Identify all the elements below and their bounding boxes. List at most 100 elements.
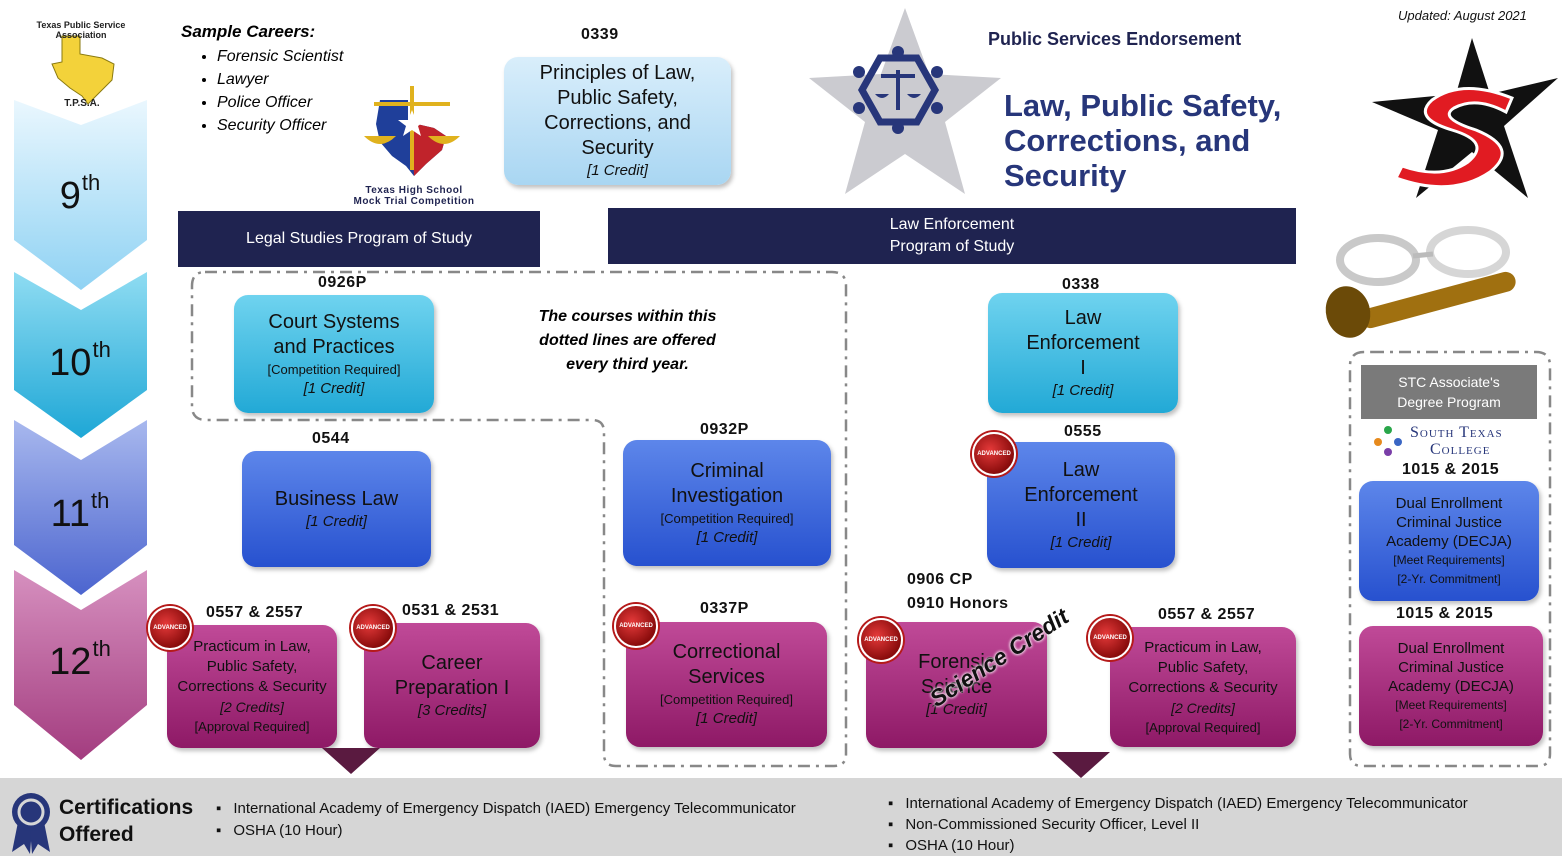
certification-item: OSHA (10 Hour) — [888, 837, 1014, 854]
course-credit: [2 Credits] — [220, 699, 284, 715]
stc-code-a: 1015 & 2015 — [1402, 461, 1500, 478]
course-title: Practicum in Law, Public Safety, Correct… — [1128, 638, 1278, 696]
certifications-label: Certifications Offered — [59, 794, 193, 848]
certification-item: Non-Commissioned Security Officer, Level… — [888, 816, 1199, 833]
stc-decja-11th[interactable]: Dual Enrollment Criminal Justice Academy… — [1359, 481, 1539, 601]
grade-9-label: 9th — [59, 170, 101, 217]
texas-map-icon — [51, 35, 115, 105]
certification-item: OSHA (10 Hour) — [216, 822, 342, 839]
grade-11-label: 11th — [50, 488, 110, 535]
course-principles[interactable]: Principles of Law, Public Safety, Correc… — [504, 57, 731, 185]
chevron-11th — [14, 420, 147, 595]
certification-item: International Academy of Emergency Dispa… — [888, 795, 1467, 812]
cluster-title: Law, Public Safety, Corrections, and Sec… — [1004, 88, 1282, 193]
course-career-preparation[interactable]: Career Preparation I [3 Credits] — [364, 623, 540, 748]
career-item: Lawyer — [217, 68, 361, 91]
banner-law-line2: Program of Study — [889, 238, 1015, 255]
decja-title: Dual Enrollment Criminal Justice Academy… — [1386, 494, 1512, 550]
course-practicum-law-enforcement[interactable]: Practicum in Law, Public Safety, Correct… — [1110, 627, 1296, 747]
down-arrow-icon — [1052, 752, 1110, 778]
mock-trial-logo: Texas High School Mock Trial Competition — [350, 80, 478, 208]
course-credit: [3 Credits] — [417, 701, 487, 719]
course-note: [Competition Required] — [660, 692, 793, 707]
course-correctional-services[interactable]: Correctional Services [Competition Requi… — [626, 622, 827, 747]
course-business-law[interactable]: Business Law [1 Credit] — [242, 451, 431, 567]
advanced-badge-icon: ADVANCED — [351, 606, 395, 650]
decja-requirement: [Meet Requirements] — [1395, 697, 1507, 712]
certifications-label-line1: Certifications — [59, 796, 194, 819]
course-credit: [1 Credit] — [1052, 381, 1114, 399]
course-credit: [2 Credits] — [1171, 699, 1235, 716]
course-code-le2: 0555 — [1064, 423, 1102, 440]
grade-chevrons — [14, 100, 147, 760]
course-credit: [1 Credit] — [303, 379, 365, 397]
course-credit: [1 Credit] — [306, 512, 367, 530]
course-note: [Competition Required] — [660, 510, 794, 526]
advanced-badge-icon: ADVANCED — [148, 606, 192, 650]
scales-of-justice-icon — [364, 86, 460, 176]
course-code-forensic-cp: 0906 CP — [907, 571, 973, 588]
dotted-note: The courses within this dotted lines are… — [538, 308, 717, 373]
course-code-court: 0926P — [318, 274, 367, 291]
course-credit: [1 Credit] — [1050, 533, 1112, 551]
course-law-enforcement-1[interactable]: Law Enforcement I [1 Credit] — [988, 293, 1178, 413]
course-credit: [1 Credit] — [926, 701, 987, 718]
course-code-le1: 0338 — [1062, 276, 1100, 293]
s-letter-icon — [1393, 87, 1514, 189]
course-title: Correctional Services — [672, 641, 781, 688]
course-credit: [1 Credit] — [587, 162, 648, 179]
stc-logo: South Texas College — [1368, 420, 1540, 460]
course-court-systems[interactable]: Court Systems and Practices [Competition… — [234, 295, 434, 413]
banner-legal-studies: Legal Studies Program of Study — [178, 211, 540, 267]
tpsa-name: Texas Public Service Association — [36, 20, 126, 40]
advanced-badge-icon: ADVANCED — [972, 432, 1016, 476]
course-criminal-investigation[interactable]: Criminal Investigation [Competition Requ… — [623, 440, 831, 566]
course-title: Practicum in Law, Public Safety, Correct… — [177, 638, 327, 695]
course-credit: [1 Credit] — [696, 528, 758, 546]
updated-date: Updated: August 2021 — [1398, 8, 1527, 23]
ribbon-award-icon — [12, 793, 50, 854]
course-title: Criminal Investigation — [670, 459, 784, 507]
school-logo — [1372, 38, 1558, 198]
certification-item: International Academy of Emergency Dispa… — [216, 800, 795, 817]
certifications-footer: Certifications Offered International Aca… — [0, 778, 1562, 856]
advanced-badge-icon: ADVANCED — [859, 618, 903, 662]
mock-trial-line2: Mock Trial Competition — [353, 196, 475, 207]
sample-careers-heading: Sample Careers: — [181, 22, 316, 41]
advanced-badge-icon: ADVANCED — [614, 604, 658, 648]
course-credit: [1 Credit] — [696, 710, 757, 727]
banner-law-line1: Law Enforcement — [889, 216, 1015, 233]
course-code-career: 0531 & 2531 — [402, 602, 500, 619]
chevron-12th — [14, 570, 147, 760]
stc-banner: STC Associate's Degree Program — [1361, 365, 1537, 419]
decja-requirement: [Meet Requirements] — [1393, 552, 1505, 567]
grade-12-label: 12th — [49, 636, 111, 683]
endorsement-label: Public Services Endorsement — [988, 29, 1242, 49]
sample-careers-list: Forensic Scientist Lawyer Police Officer… — [181, 45, 361, 137]
career-item: Police Officer — [217, 91, 361, 114]
course-code-correctional: 0337P — [700, 600, 749, 617]
grade-10-label: 10th — [49, 337, 111, 384]
stc-logo-line2: College — [1430, 441, 1491, 458]
chevron-10th — [14, 272, 147, 438]
advanced-badge-icon: ADVANCED — [1088, 616, 1132, 660]
course-note: [Approval Required] — [194, 719, 310, 734]
course-title: Court Systems and Practices — [268, 310, 400, 358]
down-arrow-icon — [322, 748, 380, 774]
course-code-practicum-2: 0557 & 2557 — [1158, 606, 1256, 623]
career-item: Forensic Scientist — [217, 45, 361, 68]
course-code-criminal: 0932P — [700, 421, 749, 438]
mock-trial-line1: Texas High School — [365, 185, 463, 196]
course-title: Career Preparation I — [394, 651, 510, 699]
course-practicum-legal[interactable]: Practicum in Law, Public Safety, Correct… — [167, 625, 337, 748]
decja-commitment: [2-Yr. Commitment] — [1399, 716, 1503, 731]
course-note: [Competition Required] — [267, 361, 401, 377]
course-note: [Approval Required] — [1145, 719, 1261, 735]
chevron-9th — [14, 100, 147, 290]
tpsa-abbr: T.P.S.A. — [64, 98, 100, 109]
course-law-enforcement-2[interactable]: Law Enforcement II [1 Credit] — [987, 442, 1175, 568]
course-title: Law Enforcement I — [1026, 306, 1140, 379]
stc-decja-12th[interactable]: Dual Enrollment Criminal Justice Academy… — [1359, 626, 1543, 746]
course-code-forensic-honors: 0910 Honors — [907, 595, 1009, 612]
